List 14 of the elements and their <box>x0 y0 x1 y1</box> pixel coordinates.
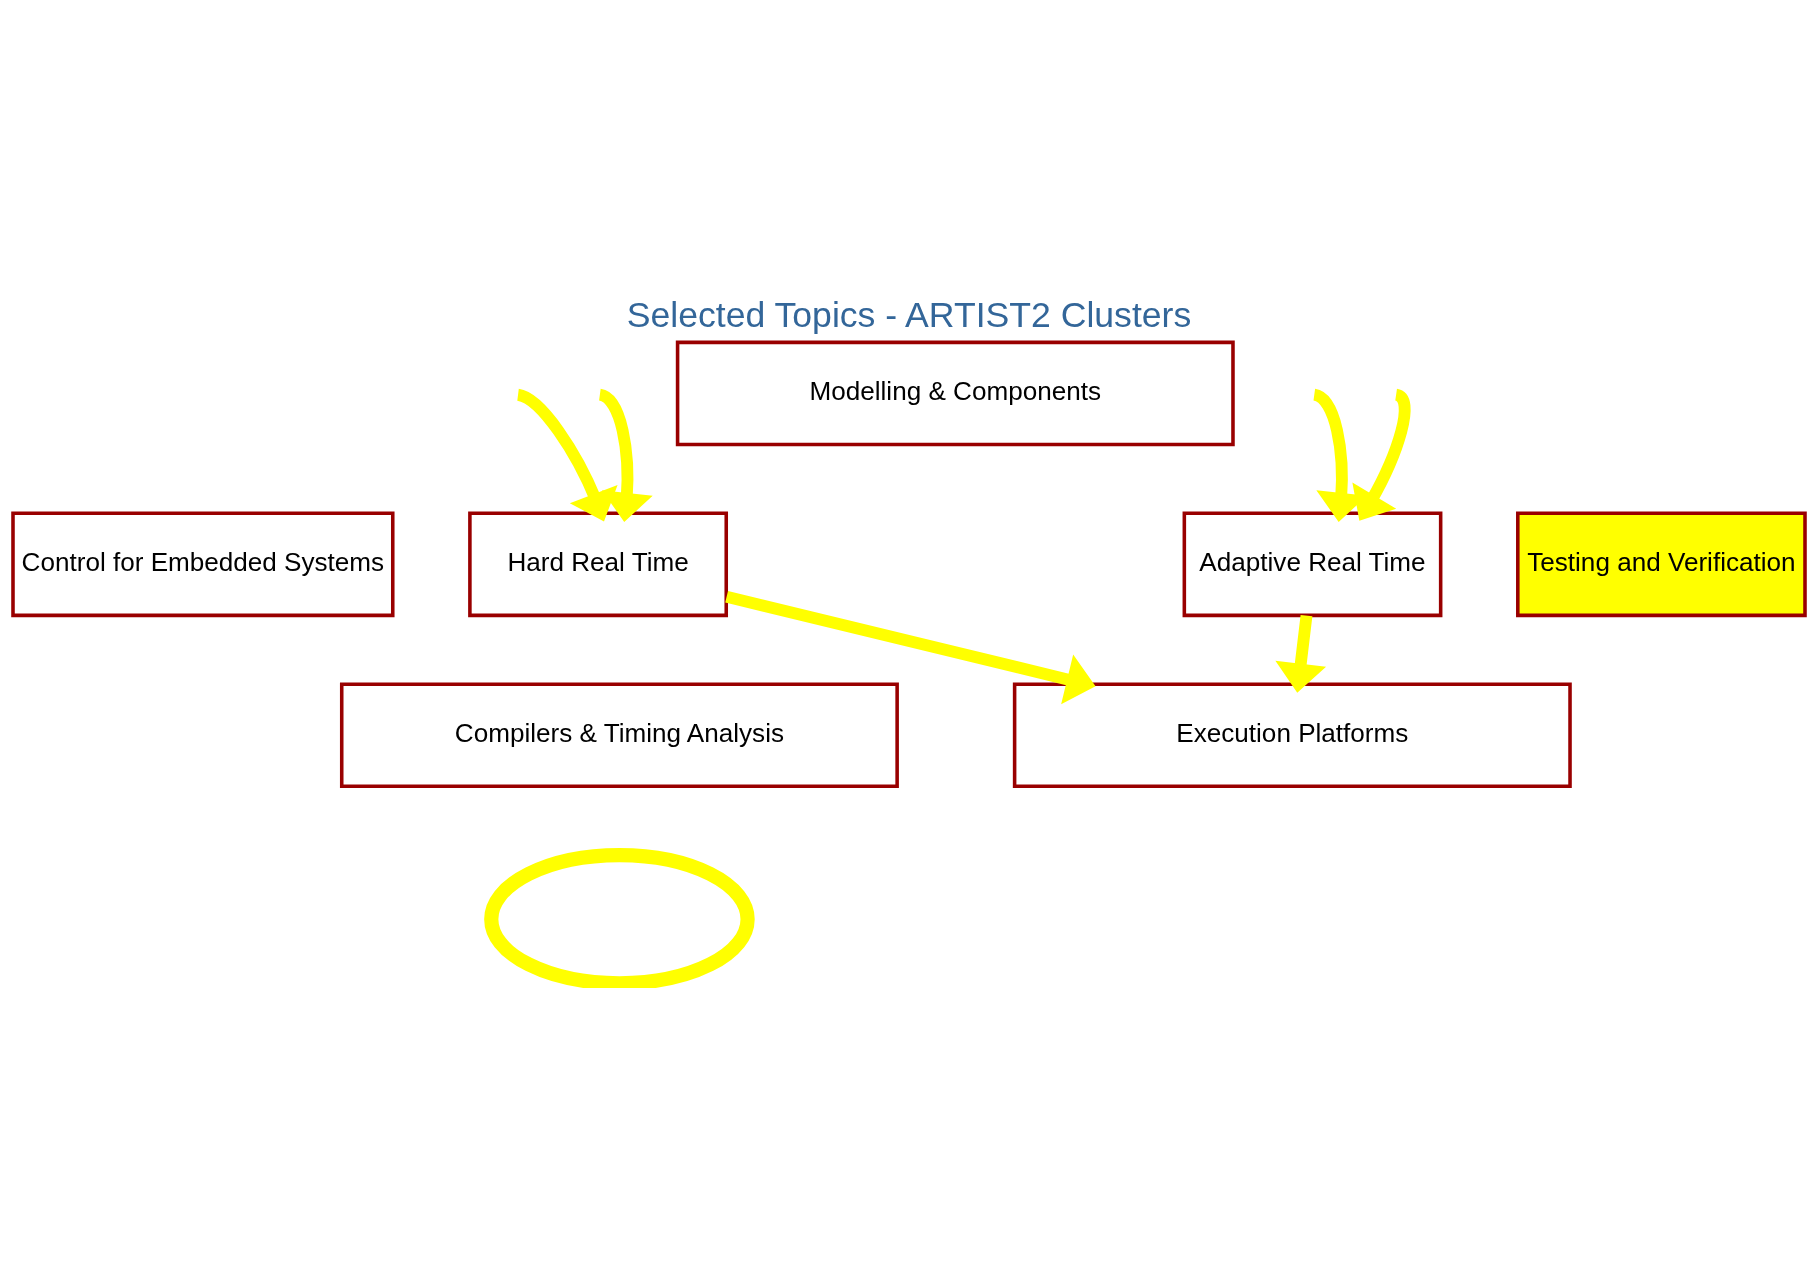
node-box: Compilers & Timing Analysis <box>339 681 899 788</box>
node-box: Control for Embedded Systems <box>11 511 395 617</box>
arrow <box>1352 388 1411 521</box>
node-box: Modelling & Components <box>675 340 1235 446</box>
arrow <box>1275 614 1327 693</box>
node-box: Execution Platforms <box>1012 681 1572 788</box>
arrow <box>516 388 618 521</box>
node-box: Adaptive Real Time <box>1182 511 1443 617</box>
arrow <box>597 388 653 522</box>
node-ellipse <box>484 847 755 988</box>
node-box: Testing and Verification <box>1516 511 1807 617</box>
node-box: Hard Real Time <box>468 511 728 617</box>
diagram-title: Selected Topics - ARTIST2 Clusters <box>626 294 1192 335</box>
arrow <box>725 590 1096 704</box>
